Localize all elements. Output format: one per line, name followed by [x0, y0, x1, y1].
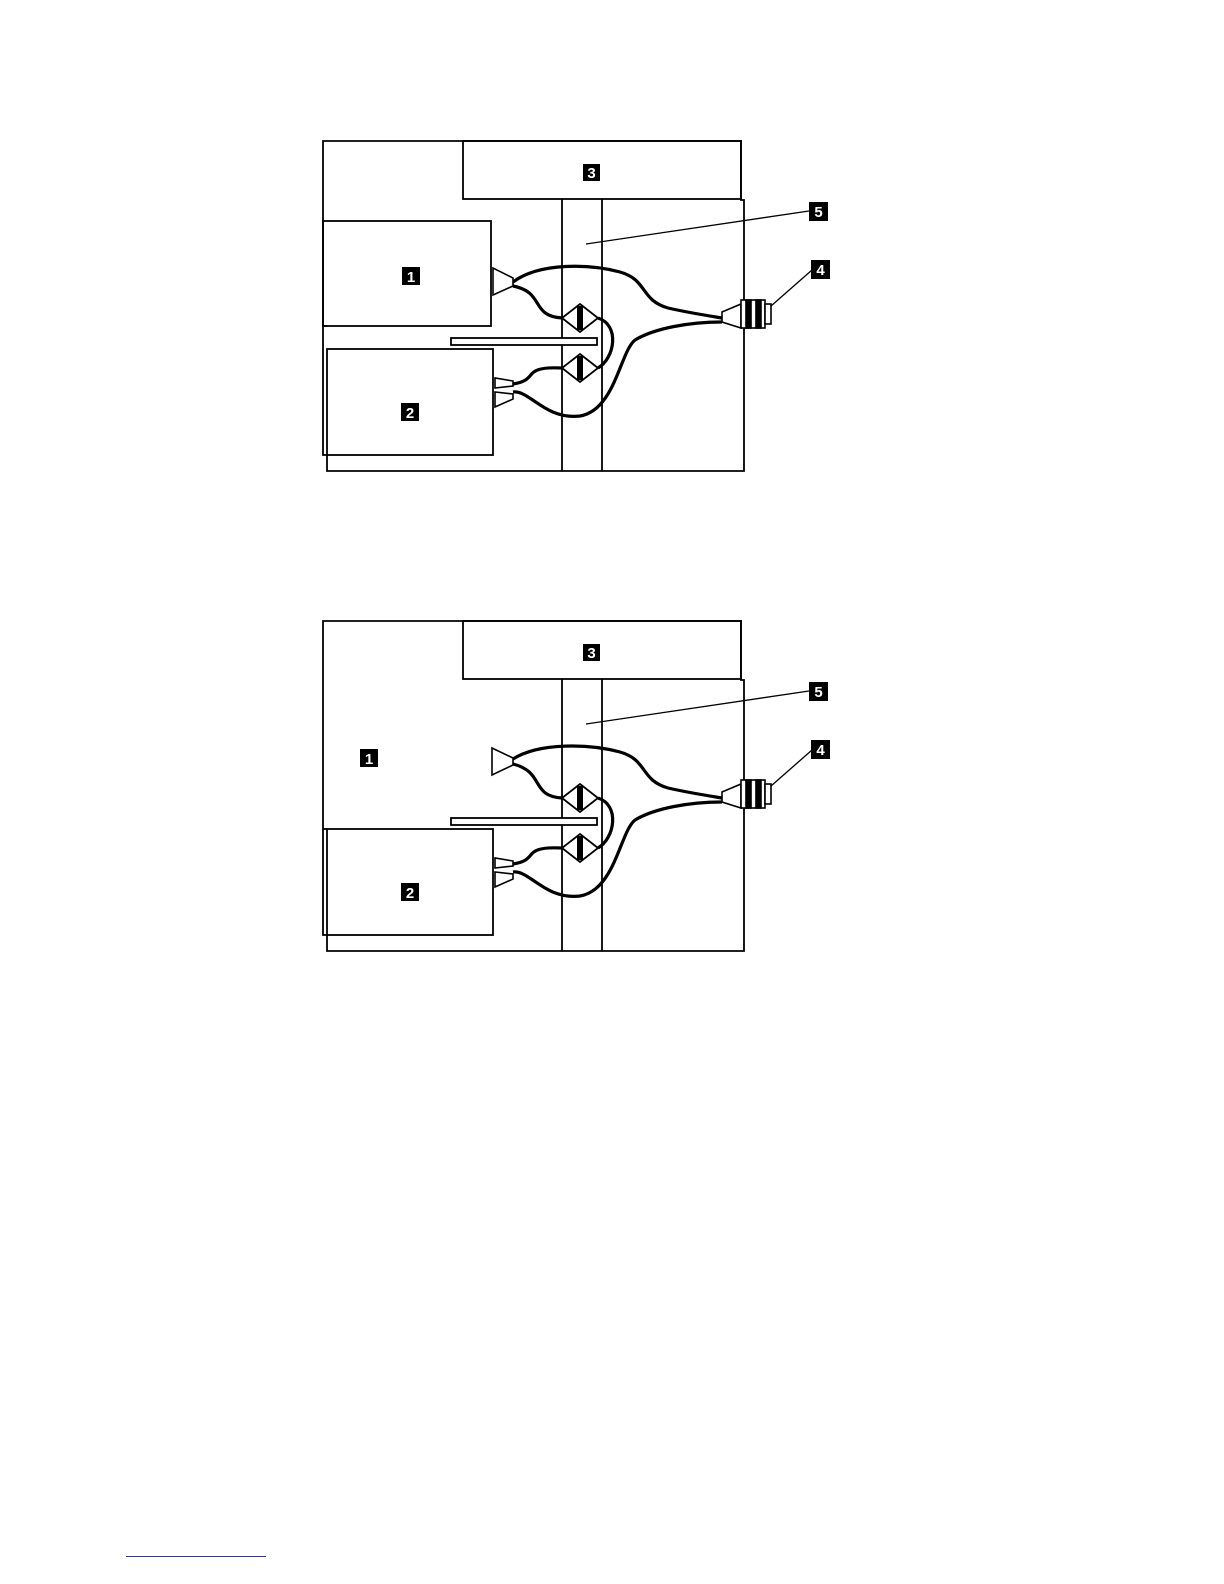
callout-4-text: 4	[816, 262, 825, 279]
drive-2-outline	[327, 829, 493, 935]
drive-1-connector	[493, 268, 513, 295]
drive-2-connector	[495, 378, 513, 407]
callout-2-text: 2	[406, 885, 414, 902]
drive-2-outline	[327, 349, 493, 455]
channel-connector-lower	[562, 354, 598, 382]
shelf	[451, 818, 597, 825]
callout-4: 4	[811, 740, 830, 759]
cabling-diagram-top: 3 1 2 5 4	[0, 0, 1224, 490]
callout-3: 3	[583, 164, 600, 182]
drive-2-connector	[495, 858, 513, 887]
channel-connector-upper	[562, 304, 598, 332]
leader-4	[771, 750, 812, 786]
callout-5: 5	[809, 682, 828, 701]
external-connector	[722, 300, 771, 328]
callout-2-text: 2	[406, 405, 414, 422]
channel-connector-upper	[562, 784, 598, 812]
callout-3: 3	[583, 644, 600, 662]
leader-5	[586, 691, 809, 724]
callout-2: 2	[401, 883, 419, 902]
leader-5	[586, 211, 809, 244]
callout-5: 5	[809, 202, 828, 221]
enclosure-outline	[323, 621, 744, 951]
callout-1-text: 1	[407, 269, 415, 286]
callout-5-text: 5	[814, 684, 822, 701]
callout-3-text: 3	[587, 645, 595, 662]
top-bay-outline	[463, 141, 741, 199]
callout-4: 4	[811, 260, 830, 279]
leader-4	[771, 270, 812, 306]
cabling-diagram-bottom: 3 1 2 5 4	[0, 480, 1224, 970]
channel-connector-lower	[562, 834, 598, 862]
callout-1-text: 1	[365, 751, 373, 768]
callout-2: 2	[401, 403, 419, 422]
footer-rule	[126, 1556, 266, 1557]
callout-5-text: 5	[814, 204, 822, 221]
top-bay-outline	[463, 621, 741, 679]
shelf	[451, 338, 597, 345]
callout-1: 1	[402, 267, 420, 286]
callout-1: 1	[360, 749, 378, 768]
callout-4-text: 4	[816, 742, 825, 759]
enclosure-outline	[323, 141, 744, 471]
external-connector	[722, 780, 771, 808]
callout-3-text: 3	[587, 165, 595, 182]
drive-1-connector	[492, 748, 513, 775]
